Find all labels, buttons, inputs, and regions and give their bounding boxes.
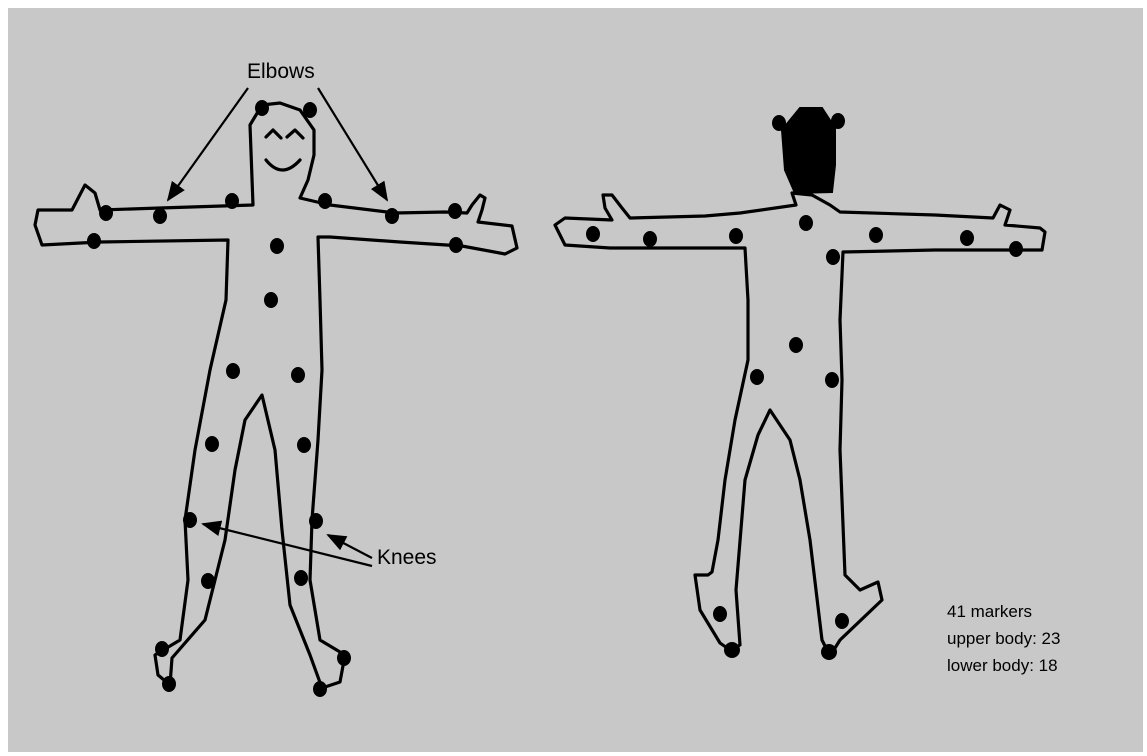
marker-front-shoulder-right bbox=[225, 193, 239, 209]
marker-back-wrist-right bbox=[1009, 241, 1023, 257]
marker-front-head-right bbox=[303, 102, 317, 118]
marker-back-hip-left bbox=[750, 369, 764, 385]
legend-total-markers: 41 markers bbox=[947, 602, 1032, 621]
marker-back-upperarm-right bbox=[869, 227, 883, 243]
marker-front-elbow-right bbox=[153, 208, 167, 224]
marker-front-shin-left bbox=[294, 570, 308, 586]
back-head-hair bbox=[782, 108, 835, 193]
marker-back-forearm-right bbox=[960, 230, 974, 246]
marker-back-wrist-left bbox=[586, 226, 600, 242]
elbows-label: Elbows bbox=[247, 60, 315, 83]
marker-back-head-right bbox=[831, 113, 845, 129]
marker-front-hip-right bbox=[226, 363, 240, 379]
marker-back-ankle-right bbox=[835, 613, 849, 629]
marker-front-ankle-left bbox=[337, 650, 351, 666]
marker-back-head-left bbox=[772, 115, 786, 131]
legend-lower-body: lower body: 18 bbox=[947, 656, 1058, 675]
marker-front-shoulder-left bbox=[318, 193, 332, 209]
marker-back-shoulder-blade bbox=[826, 249, 840, 265]
marker-back-forearm-left bbox=[643, 231, 657, 247]
marker-front-head-left bbox=[255, 100, 269, 116]
marker-back-heel-right bbox=[821, 644, 837, 660]
marker-back-lower-spine bbox=[789, 337, 803, 353]
marker-back-neck bbox=[799, 215, 813, 231]
marker-front-toe-right bbox=[162, 676, 176, 692]
marker-back-upperarm-left bbox=[729, 228, 743, 244]
marker-front-thigh-left bbox=[297, 437, 311, 453]
marker-front-abdomen bbox=[264, 292, 278, 308]
knees-label: Knees bbox=[377, 546, 437, 569]
marker-front-wrist-left-top bbox=[448, 203, 462, 219]
marker-front-hip-left bbox=[291, 367, 305, 383]
marker-front-chest bbox=[270, 238, 284, 254]
marker-front-knee-right bbox=[183, 512, 197, 528]
marker-front-wrist-left-bottom bbox=[449, 237, 463, 253]
marker-back-ankle-left bbox=[713, 606, 727, 622]
marker-front-knee-left bbox=[309, 513, 323, 529]
marker-front-toe-left bbox=[313, 681, 327, 697]
marker-front-thigh-right bbox=[205, 436, 219, 452]
marker-front-shin-right bbox=[201, 573, 215, 589]
marker-back-heel-left bbox=[724, 642, 740, 658]
marker-front-wrist-right-top bbox=[99, 205, 113, 221]
legend-upper-body: upper body: 23 bbox=[947, 629, 1060, 648]
marker-back-hip-right bbox=[825, 372, 839, 388]
marker-front-wrist-right-bottom bbox=[87, 233, 101, 249]
marker-front-elbow-left bbox=[385, 208, 399, 224]
marker-front-ankle-right bbox=[155, 641, 169, 657]
